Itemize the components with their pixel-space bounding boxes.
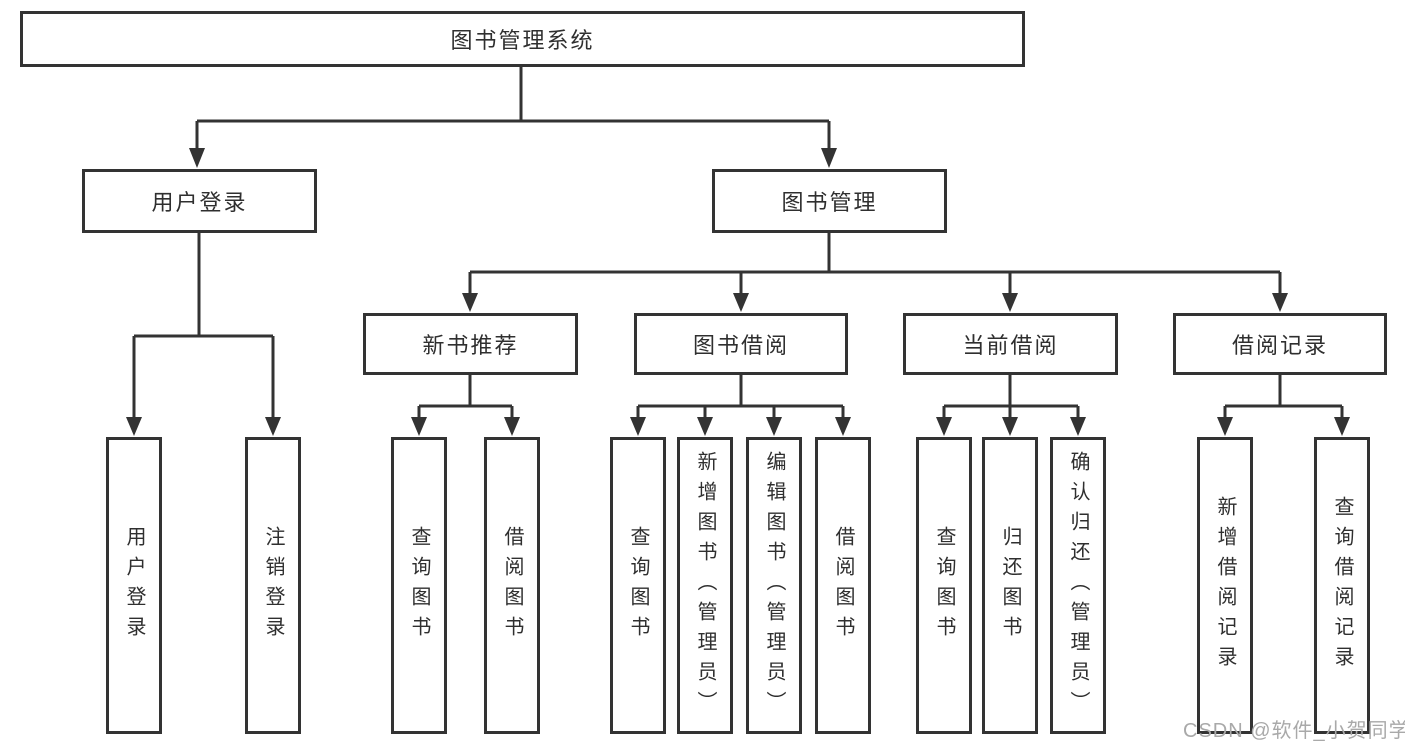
node-root-system-label: 图书管理系统 xyxy=(450,28,595,53)
node-leaf-add-borrow-record-label: 新增借阅记录 xyxy=(1214,495,1236,676)
node-leaf-add-books-admin: 新增图书（管理员） xyxy=(677,437,733,734)
node-new-book-recommend: 新书推荐 xyxy=(363,313,578,375)
node-leaf-query-books-recommend-label: 查询图书 xyxy=(408,525,430,646)
node-book-management-branch: 图书管理 xyxy=(712,169,947,233)
node-leaf-edit-books-admin-label: 编辑图书（管理员） xyxy=(763,450,785,721)
node-leaf-query-books-current: 查询图书 xyxy=(916,437,972,734)
node-new-book-recommend-label: 新书推荐 xyxy=(422,333,519,358)
node-leaf-logout: 注销登录 xyxy=(245,437,301,734)
node-book-management-branch-label: 图书管理 xyxy=(781,190,878,215)
node-leaf-query-borrow-record-label: 查询借阅记录 xyxy=(1331,495,1353,676)
node-leaf-add-books-admin-label: 新增图书（管理员） xyxy=(694,450,716,721)
node-leaf-return-books: 归还图书 xyxy=(982,437,1038,734)
node-leaf-query-books-borrow: 查询图书 xyxy=(610,437,666,734)
arrow-down-icons xyxy=(126,148,1350,436)
node-leaf-borrow-books: 借阅图书 xyxy=(815,437,871,734)
node-user-login-branch-label: 用户登录 xyxy=(151,190,248,215)
node-leaf-confirm-return-admin: 确认归还（管理员） xyxy=(1050,437,1106,734)
node-user-login-branch: 用户登录 xyxy=(82,169,317,233)
node-leaf-query-books-current-label: 查询图书 xyxy=(933,525,955,646)
node-leaf-edit-books-admin: 编辑图书（管理员） xyxy=(746,437,802,734)
node-current-borrow-label: 当前借阅 xyxy=(962,333,1059,358)
node-leaf-logout-label: 注销登录 xyxy=(262,525,284,646)
node-root-system: 图书管理系统 xyxy=(20,11,1025,67)
node-leaf-borrow-books-label: 借阅图书 xyxy=(832,525,854,646)
node-book-borrow-label: 图书借阅 xyxy=(692,333,789,358)
node-leaf-query-borrow-record: 查询借阅记录 xyxy=(1314,437,1370,734)
node-leaf-borrow-books-recommend: 借阅图书 xyxy=(484,437,540,734)
node-borrow-records-label: 借阅记录 xyxy=(1231,333,1328,358)
node-leaf-query-books-borrow-label: 查询图书 xyxy=(627,525,649,646)
node-leaf-add-borrow-record: 新增借阅记录 xyxy=(1197,437,1253,734)
node-leaf-confirm-return-admin-label: 确认归还（管理员） xyxy=(1067,450,1089,721)
node-book-borrow: 图书借阅 xyxy=(634,313,848,375)
node-leaf-return-books-label: 归还图书 xyxy=(999,525,1021,646)
node-leaf-borrow-books-recommend-label: 借阅图书 xyxy=(501,525,523,646)
node-leaf-user-login: 用户登录 xyxy=(106,437,162,734)
node-leaf-user-login-label: 用户登录 xyxy=(123,525,145,646)
node-current-borrow: 当前借阅 xyxy=(903,313,1118,375)
node-leaf-query-books-recommend: 查询图书 xyxy=(391,437,447,734)
watermark: CSDN @软件_小贺同学 xyxy=(1183,720,1405,742)
node-borrow-records: 借阅记录 xyxy=(1173,313,1387,375)
